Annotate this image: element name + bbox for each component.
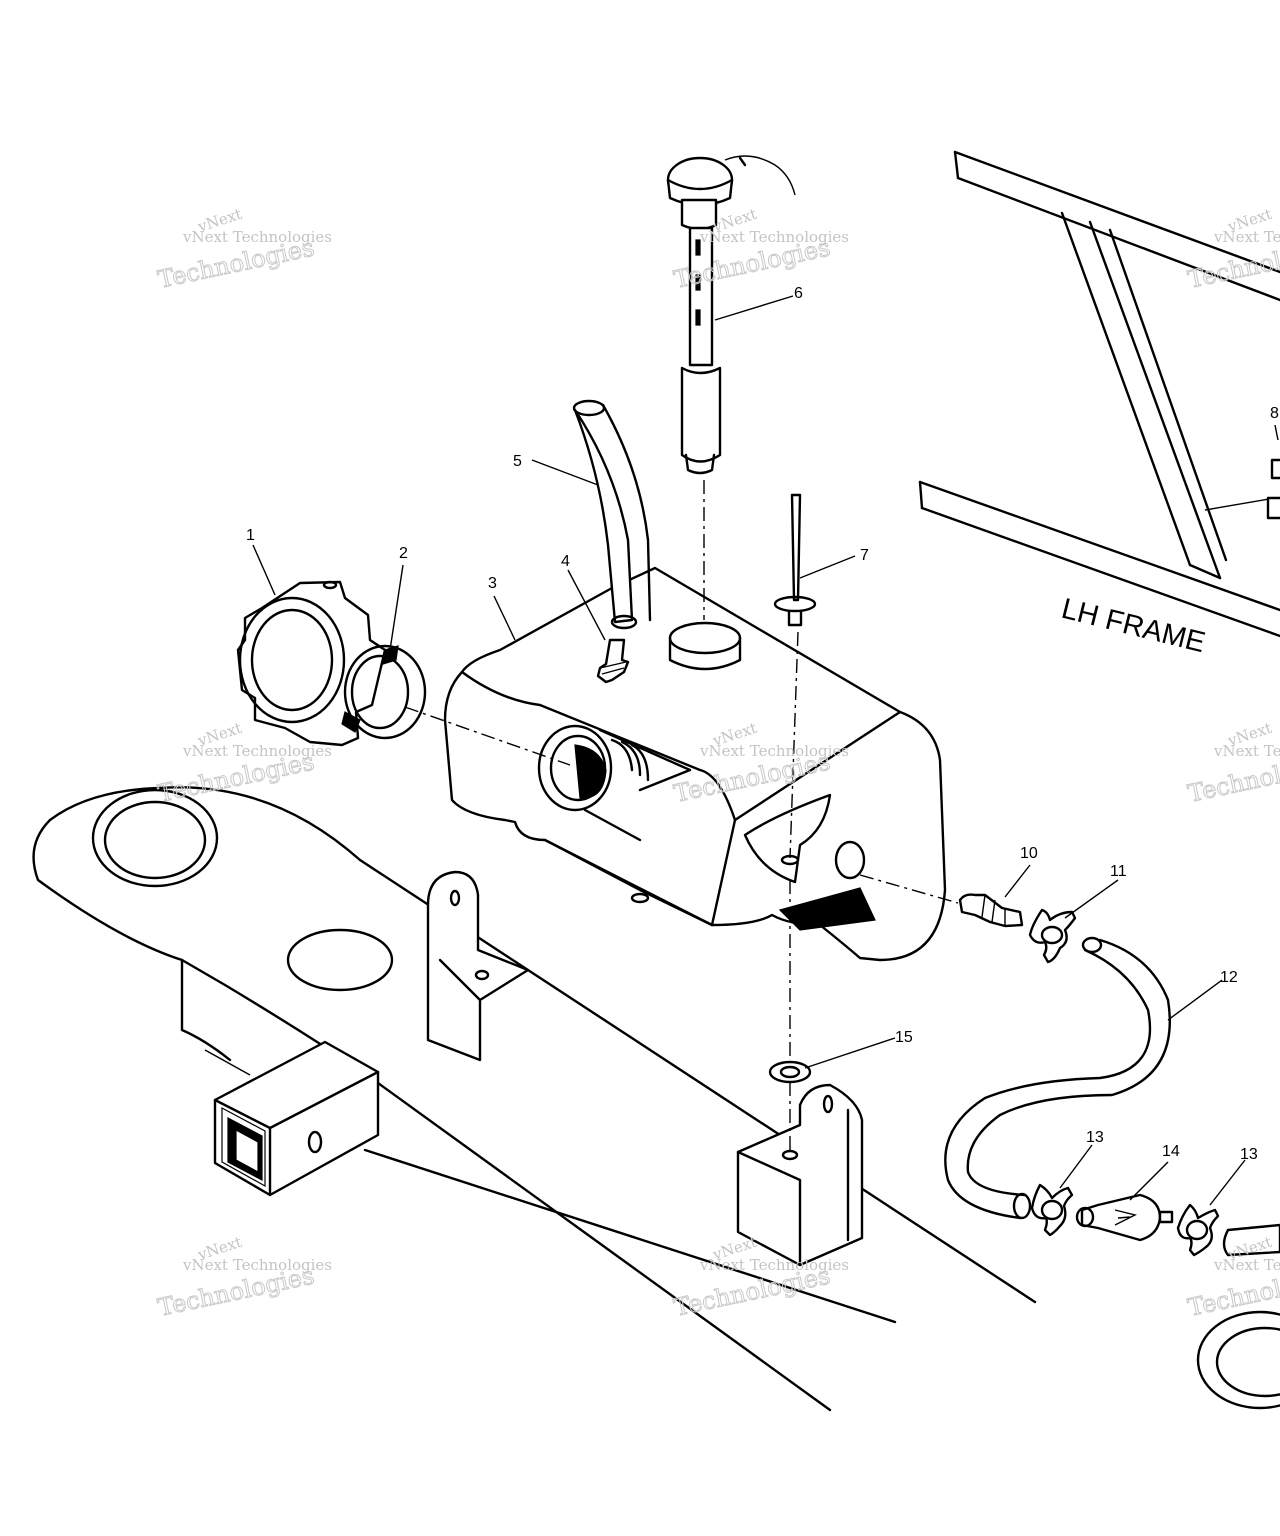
fuel-tank <box>443 566 947 962</box>
hose-clamp-13-left <box>1030 1183 1074 1237</box>
lh-frame <box>918 150 1280 638</box>
callout-3: 3 <box>488 575 497 592</box>
main-cross-frame <box>32 786 1037 1412</box>
callout-15: 15 <box>895 1029 913 1046</box>
svg-text:vNext Technologies: vNext Technologies <box>1213 228 1280 246</box>
outlet-fitting <box>958 893 1024 928</box>
svg-text:vNext Technologies: vNext Technologies <box>699 228 849 246</box>
svg-text:vNext Technologies: vNext Technologies <box>182 1256 332 1274</box>
fuel-line-hose <box>944 936 1171 1220</box>
callout-2: 2 <box>399 545 408 562</box>
right-tank-bracket <box>736 1083 864 1267</box>
svg-text:vNext Technologies: vNext Technologies <box>699 1256 849 1274</box>
callout-7: 7 <box>860 547 869 564</box>
vent-fitting <box>596 638 630 684</box>
svg-text:vNext Technologies: vNext Technologies <box>699 742 849 760</box>
svg-text:vNext Technologies: vNext Technologies <box>1213 742 1280 760</box>
callout-1: 1 <box>246 527 255 544</box>
hose-clamp-13-right <box>1176 1203 1220 1257</box>
callout-11: 11 <box>1110 863 1127 880</box>
receiver-tube <box>213 1040 380 1197</box>
hose-clamp-11 <box>1028 908 1077 964</box>
svg-text:vNext Technologies: vNext Technologies <box>182 228 332 246</box>
hose-end-right <box>1196 1223 1280 1410</box>
watermark-tr: vNext vNext Technologies Technologies <box>1185 205 1280 295</box>
callouts: 1 2 3 4 5 6 7 8 10 11 12 13 14 13 15 <box>246 285 1279 1163</box>
callout-8: 8 <box>1270 405 1279 422</box>
callout-14: 14 <box>1162 1143 1180 1160</box>
leader-lines <box>252 295 1246 1206</box>
vent-hose <box>572 399 652 630</box>
washer <box>768 1060 812 1084</box>
callout-13-right: 13 <box>1240 1146 1258 1163</box>
svg-text:vNext Technologies: vNext Technologies <box>182 742 332 760</box>
fuel-cap <box>236 580 387 747</box>
callout-5: 5 <box>513 453 522 470</box>
assembly-lines <box>404 480 959 1155</box>
left-tank-bracket <box>426 870 530 1062</box>
watermark-bl: vNext vNext Technologies Technologies <box>155 1233 332 1323</box>
inline-fuel-filter <box>1075 1193 1174 1242</box>
callout-10: 10 <box>1020 845 1038 862</box>
tank-bolt <box>773 493 817 627</box>
watermark-mr: vNext vNext Technologies Technologies <box>1185 719 1280 809</box>
svg-text:vNext Technologies: vNext Technologies <box>1213 1256 1280 1274</box>
watermark-tl: vNext vNext Technologies Technologies <box>155 205 332 295</box>
cap-gasket <box>341 644 427 740</box>
callout-6: 6 <box>794 285 803 302</box>
fuel-gauge-sender <box>666 155 796 475</box>
callout-4: 4 <box>561 553 570 570</box>
callout-12: 12 <box>1220 969 1238 986</box>
callout-13-left: 13 <box>1086 1129 1104 1146</box>
